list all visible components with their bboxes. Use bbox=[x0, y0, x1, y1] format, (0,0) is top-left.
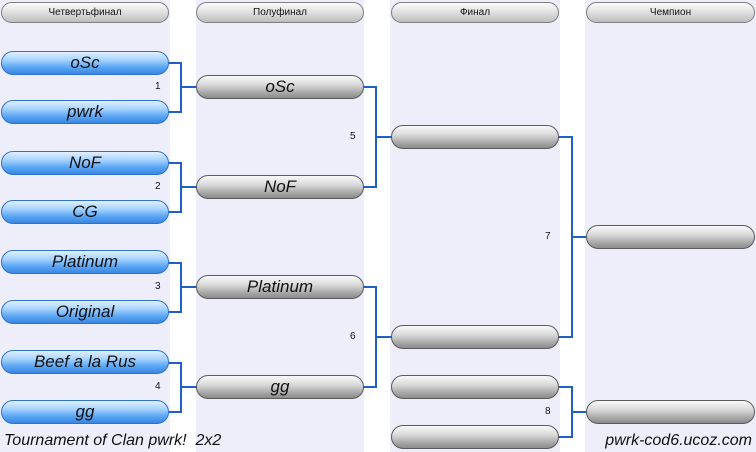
sf-team-slot: gg bbox=[196, 375, 364, 399]
connector-match-2 bbox=[168, 162, 198, 213]
final-team-slot bbox=[391, 425, 559, 449]
connector-match-7 bbox=[558, 136, 587, 338]
champion-slot bbox=[586, 400, 755, 424]
qf-team-slot: oSc bbox=[1, 51, 169, 75]
qf-team-slot: Original bbox=[1, 300, 169, 324]
sf-team-slot: Platinum bbox=[196, 275, 364, 299]
final-team-slot bbox=[391, 325, 559, 349]
connector-match-6 bbox=[362, 286, 392, 388]
qf-team-slot: Beef a la Rus bbox=[1, 350, 169, 374]
match-number: 1 bbox=[155, 81, 161, 92]
match-number: 6 bbox=[350, 331, 356, 342]
header-semifinal: Полуфинал bbox=[196, 2, 364, 23]
final-team-slot bbox=[391, 375, 559, 399]
connector-match-8 bbox=[558, 386, 587, 438]
qf-team-slot: Platinum bbox=[1, 250, 169, 274]
match-number: 4 bbox=[155, 381, 161, 392]
connector-match-1 bbox=[168, 62, 198, 113]
column-bg-quarterfinal bbox=[0, 0, 170, 452]
header-champion: Чемпион bbox=[586, 2, 755, 23]
match-number: 2 bbox=[155, 181, 161, 192]
connector-match-5 bbox=[362, 86, 392, 188]
champion-slot bbox=[586, 225, 755, 249]
final-team-slot bbox=[391, 125, 559, 149]
site-url: pwrk-cod6.ucoz.com bbox=[605, 432, 752, 449]
match-number: 5 bbox=[350, 131, 356, 142]
header-final: Финал bbox=[391, 2, 559, 23]
tournament-title: Tournament of Clan pwrk! 2x2 bbox=[4, 432, 222, 449]
match-number: 3 bbox=[155, 281, 161, 292]
connector-match-3 bbox=[168, 262, 198, 313]
sf-team-slot: NoF bbox=[196, 175, 364, 199]
match-number: 8 bbox=[545, 406, 551, 417]
qf-team-slot: CG bbox=[1, 200, 169, 224]
match-number: 7 bbox=[545, 231, 551, 242]
qf-team-slot: gg bbox=[1, 400, 169, 424]
qf-team-slot: NoF bbox=[1, 151, 169, 175]
sf-team-slot: oSc bbox=[196, 75, 364, 99]
connector-match-4 bbox=[168, 362, 198, 413]
qf-team-slot: pwrk bbox=[1, 100, 169, 124]
header-quarterfinal: Четвертьфинал bbox=[1, 2, 169, 23]
